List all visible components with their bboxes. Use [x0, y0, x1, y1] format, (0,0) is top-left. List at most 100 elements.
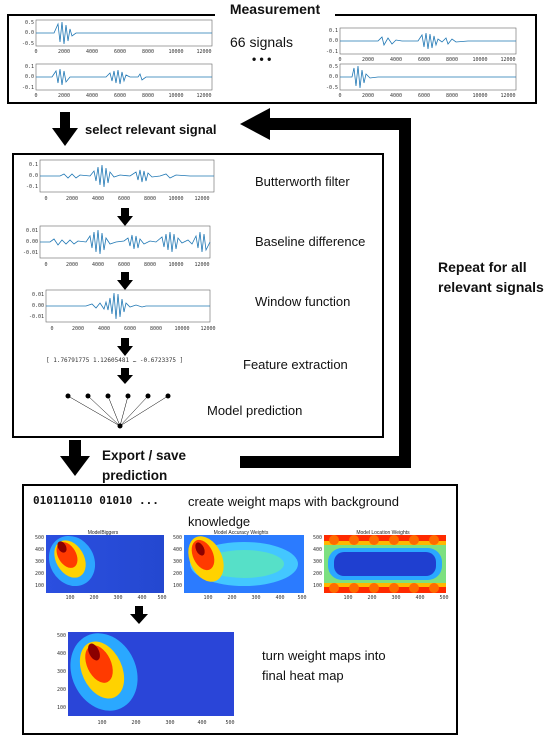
export-label: Export / save prediction	[102, 448, 187, 483]
ytick: 0.0	[29, 173, 38, 179]
xtick: 8000	[144, 262, 156, 268]
heatmap-location-weights: 500 400 300 200 100 100 200 300 400 500	[313, 535, 449, 601]
model-network-icon	[65, 393, 171, 429]
xtick: 2000	[66, 262, 78, 268]
repeat-loop-arrow	[240, 108, 411, 468]
xtick: 0	[338, 57, 341, 63]
xtick: 10000	[168, 93, 183, 99]
xtick: 0	[34, 49, 37, 55]
ytick: -0.5	[22, 41, 34, 47]
xtick: 10000	[168, 262, 183, 268]
xtick: 10000	[472, 57, 487, 63]
ellipsis-dots: • • •	[252, 52, 272, 66]
ytick: 200	[173, 571, 182, 577]
down-arrow-select	[52, 112, 78, 146]
signals-count-label: 66 signals	[230, 34, 294, 50]
ytick: 100	[57, 705, 66, 711]
xtick: 0	[50, 326, 53, 332]
xtick: 100	[343, 595, 352, 601]
xtick: 200	[367, 595, 376, 601]
xtick: 6000	[114, 49, 126, 55]
ytick: 200	[57, 687, 66, 693]
xtick: 0	[34, 93, 37, 99]
xtick: 10000	[168, 49, 183, 55]
feature-vector: [ 1.76791775 1.12605481 … -0.6723375 ]	[46, 357, 184, 364]
xtick: 400	[197, 720, 206, 726]
xtick: 8000	[142, 93, 154, 99]
xtick: 2000	[362, 93, 374, 99]
xtick: 0	[338, 93, 341, 99]
xtick: 6000	[118, 196, 130, 202]
xtick: 100	[65, 595, 74, 601]
pipeline-box	[12, 153, 384, 438]
xtick: 8000	[446, 57, 458, 63]
xtick: 12000	[196, 49, 211, 55]
xtick: 12000	[196, 93, 211, 99]
down-arrow-3	[117, 338, 133, 356]
ytick: 300	[313, 559, 322, 565]
final-heatmap: 500 400 300 200 100 100 200 300 400 500	[57, 632, 235, 726]
xtick: 6000	[118, 262, 130, 268]
map-3-title: Model Location Weights	[356, 530, 410, 536]
xtick: 300	[165, 720, 174, 726]
ytick: 500	[313, 535, 322, 541]
ytick: 0.1	[329, 28, 338, 34]
xtick: 8000	[150, 326, 162, 332]
ytick: -0.1	[26, 184, 38, 190]
xtick: 12000	[200, 326, 215, 332]
baseline-plot: 0.01 0.00 -0.01 0 2000 4000 6000 8000 10…	[23, 225, 211, 268]
ytick: 0.1	[25, 64, 34, 70]
xtick: 4000	[390, 57, 402, 63]
ytick: -0.1	[326, 49, 338, 55]
ytick: 500	[57, 633, 66, 639]
xtick: 8000	[446, 93, 458, 99]
ytick: 0.0	[329, 38, 338, 44]
window-label: Window function	[255, 294, 351, 309]
ytick: 400	[313, 547, 322, 553]
ytick: 500	[173, 535, 182, 541]
ytick: 0.00	[26, 239, 38, 245]
ytick: -0.01	[29, 314, 44, 320]
turn-heatmap-label: turn weight maps into final heat map	[262, 648, 386, 683]
xtick: 200	[227, 595, 236, 601]
xtick: 500	[439, 595, 448, 601]
down-arrow-4	[117, 368, 133, 384]
ytick: 300	[173, 559, 182, 565]
window-plot: 0.01 0.00 -0.01 0 2000 4000 6000 8000 10…	[29, 289, 216, 332]
ytick: 100	[35, 583, 44, 589]
down-arrow-1	[117, 208, 133, 226]
ytick: 0.0	[329, 74, 338, 80]
xtick: 0	[44, 262, 47, 268]
xtick: 200	[89, 595, 98, 601]
xtick: 12000	[500, 93, 515, 99]
xtick: 500	[157, 595, 166, 601]
xtick: 400	[137, 595, 146, 601]
xtick: 10000	[168, 196, 183, 202]
repeat-label: Repeat for all relevant signals	[438, 259, 544, 295]
xtick: 300	[391, 595, 400, 601]
map-2-title: Model Accuracy Weights	[213, 530, 269, 536]
measurement-plot-1: 0.5 0.0 -0.5 0 2000 4000 6000 8000 10000…	[22, 19, 213, 55]
xtick: 0	[44, 196, 47, 202]
select-signal-label: select relevant signal	[85, 122, 217, 137]
ytick: 400	[57, 651, 66, 657]
ytick: 400	[35, 547, 44, 553]
ytick: 300	[57, 669, 66, 675]
heatmap-accuracy-weights: 500 400 300 200 100 100 200 300 400 500	[173, 535, 307, 601]
ytick: 0.5	[329, 64, 338, 70]
xtick: 500	[225, 720, 234, 726]
measurement-plot-4: 0.5 0.0 -0.5 0 2000 4000 6000 8000 10000…	[326, 63, 517, 99]
ytick: 0.01	[26, 228, 38, 234]
xtick: 6000	[124, 326, 136, 332]
create-weights-label: create weight maps with background knowl…	[188, 494, 400, 529]
xtick: 6000	[418, 93, 430, 99]
xtick: 4000	[86, 93, 98, 99]
xtick: 300	[113, 595, 122, 601]
model-prediction-label: Model prediction	[207, 403, 303, 418]
down-arrow-heatmap	[130, 606, 148, 624]
ytick: 300	[35, 559, 44, 565]
butterworth-plot: 0.1 0.0 -0.1 0 2000 4000 6000 8000 10000…	[26, 159, 215, 202]
xtick: 2000	[72, 326, 84, 332]
xtick: 100	[97, 720, 106, 726]
xtick: 200	[131, 720, 140, 726]
